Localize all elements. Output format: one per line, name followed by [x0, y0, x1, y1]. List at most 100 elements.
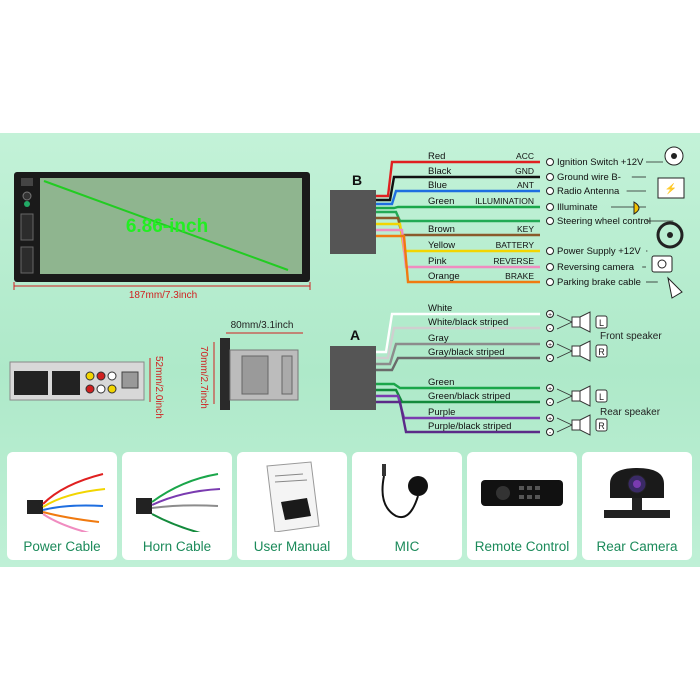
- rear-camera-icon: [604, 468, 670, 518]
- battery-icon: ⚡: [657, 177, 685, 199]
- wire-color-label: Green/black striped: [428, 391, 510, 402]
- polarity-mark: +: [548, 342, 552, 349]
- wiring-diagram: 6.86-inch 187mm/7.3inch 52mm/2.0inch 80m…: [9, 146, 685, 437]
- width-dimension: 187mm/7.3inch: [129, 290, 197, 301]
- accessory-power-cable: Power Cable: [7, 452, 117, 560]
- wire-target-label: Radio Antenna: [557, 186, 620, 197]
- accessory-remote: Remote Control: [467, 452, 577, 560]
- speaker-icon: R: [556, 340, 608, 362]
- accessory-horn-cable: Horn Cable: [122, 452, 232, 560]
- headlight-icon: [633, 201, 640, 215]
- back-height-dimension: 52mm/2.0inch: [153, 356, 164, 419]
- polarity-mark: +: [548, 312, 552, 319]
- speaker-channel: L: [599, 318, 604, 328]
- steering-wheel-icon: [656, 221, 684, 249]
- polarity-mark: -: [549, 356, 552, 363]
- wire-color-label: Blue: [428, 180, 447, 191]
- accessory-label: MIC: [394, 539, 420, 554]
- wire-target-label: Ground wire B-: [557, 172, 621, 183]
- accessory-label: Power Cable: [23, 539, 101, 554]
- polarity-mark: +: [548, 386, 552, 393]
- microphone-icon: [381, 464, 428, 518]
- head-unit-side: 80mm/3.1inch 70mm/2.7inch: [198, 320, 303, 410]
- wire-target-label: Steering wheel control: [557, 216, 651, 227]
- front-speaker-label: Front speaker: [600, 331, 662, 342]
- wire-color-label: Purple/black striped: [428, 421, 511, 432]
- wire-color-label: Brown: [428, 224, 455, 235]
- harness-b-wire: Yellow BATTERY Power Supply +12V: [376, 222, 648, 257]
- harness-b-wire: Blue ANT Radio Antenna: [376, 180, 646, 206]
- wire-function-label: ACC: [516, 151, 534, 161]
- harness-b: B Red ACC Ignition Switch +12V Black GND Grou…: [330, 151, 674, 288]
- svg-text:⚡: ⚡: [665, 182, 677, 195]
- accessory-label: Remote Control: [474, 539, 570, 554]
- parking-brake-icon: [667, 276, 683, 299]
- speaker-icon: R: [556, 414, 608, 436]
- wire-target-label: Ignition Switch +12V: [557, 157, 644, 168]
- wire-color-label: Green: [428, 196, 454, 207]
- rear-speaker-label: Rear speaker: [600, 407, 661, 418]
- harness-a-wire: Gray/black striped -: [376, 347, 554, 372]
- accessory-label: Rear Camera: [596, 539, 678, 554]
- wire-target-label: Illuminate: [557, 202, 598, 213]
- harness-b-wire: Orange BRAKE Parking brake cable: [376, 234, 658, 288]
- wire-color-label: Yellow: [428, 240, 455, 251]
- harness-a: A White+White/black striped-Gray+Gray/bl…: [330, 303, 662, 437]
- speaker-channel: R: [598, 421, 605, 431]
- wire-function-label: KEY: [517, 224, 534, 234]
- user-manual-icon: [266, 461, 320, 532]
- accessory-user-manual: User Manual: [237, 452, 347, 560]
- horn-cable-icon: [136, 473, 221, 532]
- speaker-channel: R: [598, 347, 605, 357]
- polarity-mark: -: [549, 326, 552, 333]
- harness-b-wire: Green ILLUMINATION Illuminate: [376, 196, 646, 213]
- side-width-dimension: 80mm/3.1inch: [231, 320, 294, 331]
- wire-color-label: Green: [428, 377, 454, 388]
- harness-a-wire: Gray +: [376, 333, 554, 366]
- wire-function-label: GND: [515, 166, 534, 176]
- harness-a-wire: Purple/black striped -: [376, 400, 554, 437]
- accessory-rear-camera: Rear Camera: [582, 452, 692, 560]
- wire-function-label: ANT: [517, 180, 534, 190]
- accessory-label: Horn Cable: [142, 539, 212, 554]
- screen: [40, 178, 302, 274]
- wire-color-label: Black: [428, 166, 451, 177]
- screen-size-label: 6.86-inch: [126, 216, 208, 237]
- wire-target-label: Reversing camera: [557, 262, 635, 273]
- ignition-icon: [664, 146, 684, 166]
- harness-a-wire: Green/black striped -: [376, 388, 554, 407]
- wire-color-label: Pink: [428, 256, 447, 267]
- speaker-icon: L: [556, 311, 608, 333]
- wire-color-label: Gray: [428, 333, 449, 344]
- power-cable-icon: [27, 473, 106, 532]
- polarity-mark: -: [549, 400, 552, 407]
- camera-icon: [651, 255, 673, 273]
- wire-color-label: Purple: [428, 407, 455, 418]
- accessory-mic: MIC: [352, 452, 462, 560]
- polarity-mark: +: [548, 416, 552, 423]
- head-unit-back: 52mm/2.0inch: [9, 356, 164, 419]
- speaker-icon: L: [556, 385, 608, 407]
- remote-control-icon: [481, 480, 563, 506]
- wire-function-label: BATTERY: [496, 240, 535, 250]
- wire-color-label: Gray/black striped: [428, 347, 505, 358]
- wire-color-label: Orange: [428, 271, 460, 282]
- wire-target-label: Parking brake cable: [557, 277, 641, 288]
- harness-b-wire: Red ACC Ignition Switch +12V: [376, 151, 663, 198]
- harness-a-wire: White +: [376, 303, 554, 354]
- wire-target-label: Power Supply +12V: [557, 246, 641, 257]
- harness-a-wire: Green +: [376, 377, 554, 393]
- wire-function-label: BRAKE: [505, 271, 534, 281]
- harness-a-label: A: [350, 327, 360, 343]
- harness-a-wire: White/black striped -: [376, 317, 554, 360]
- harness-b-wire: Steering wheel control: [376, 210, 674, 227]
- wire-color-label: White: [428, 303, 452, 314]
- wire-color-label: White/black striped: [428, 317, 508, 328]
- wire-function-label: ILLUMINATION: [475, 196, 534, 206]
- wire-function-label: REVERSE: [493, 256, 534, 266]
- side-height-dimension: 70mm/2.7inch: [198, 346, 209, 409]
- head-unit-front: 6.86-inch 187mm/7.3inch: [13, 172, 311, 301]
- wire-color-label: Red: [428, 151, 445, 162]
- harness-b-label: B: [352, 172, 362, 188]
- harness-b-wire: Black GND Ground wire B-: [376, 166, 646, 202]
